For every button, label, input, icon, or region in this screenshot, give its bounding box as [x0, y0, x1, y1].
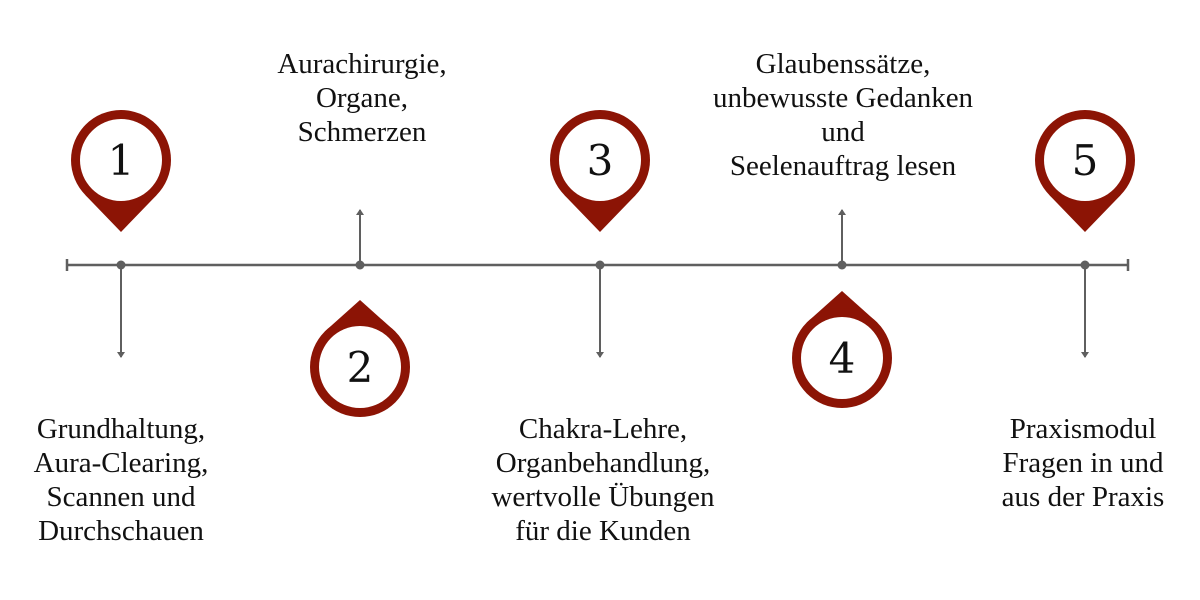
step-number: 1 — [108, 136, 135, 185]
step-4-pin-icon: 4 — [792, 291, 892, 408]
step-number: 4 — [829, 334, 856, 383]
step-number: 3 — [587, 136, 614, 185]
arrowhead-icon — [838, 209, 846, 215]
step-2-label: Aurachirurgie,Organe,Schmerzen — [277, 48, 447, 148]
arrowhead-icon — [117, 352, 125, 358]
arrowhead-icon — [596, 352, 604, 358]
step-3-label: Chakra-Lehre,Organbehandlung,wertvolle Ü… — [491, 413, 715, 547]
step-number: 2 — [347, 343, 374, 392]
arrowhead-icon — [356, 209, 364, 215]
step-1-pin-icon: 1 — [71, 110, 171, 232]
step-number: 5 — [1072, 136, 1099, 185]
step-4-connector — [837, 209, 847, 270]
step-3-connector — [595, 260, 605, 358]
step-3-pin-icon: 3 — [550, 110, 650, 232]
step-1-connector — [116, 260, 126, 358]
step-2-connector — [355, 209, 365, 270]
arrowhead-icon — [1081, 352, 1089, 358]
step-2-pin-icon: 2 — [310, 300, 410, 417]
step-5-pin-icon: 5 — [1035, 110, 1135, 232]
step-5-connector — [1080, 260, 1090, 358]
